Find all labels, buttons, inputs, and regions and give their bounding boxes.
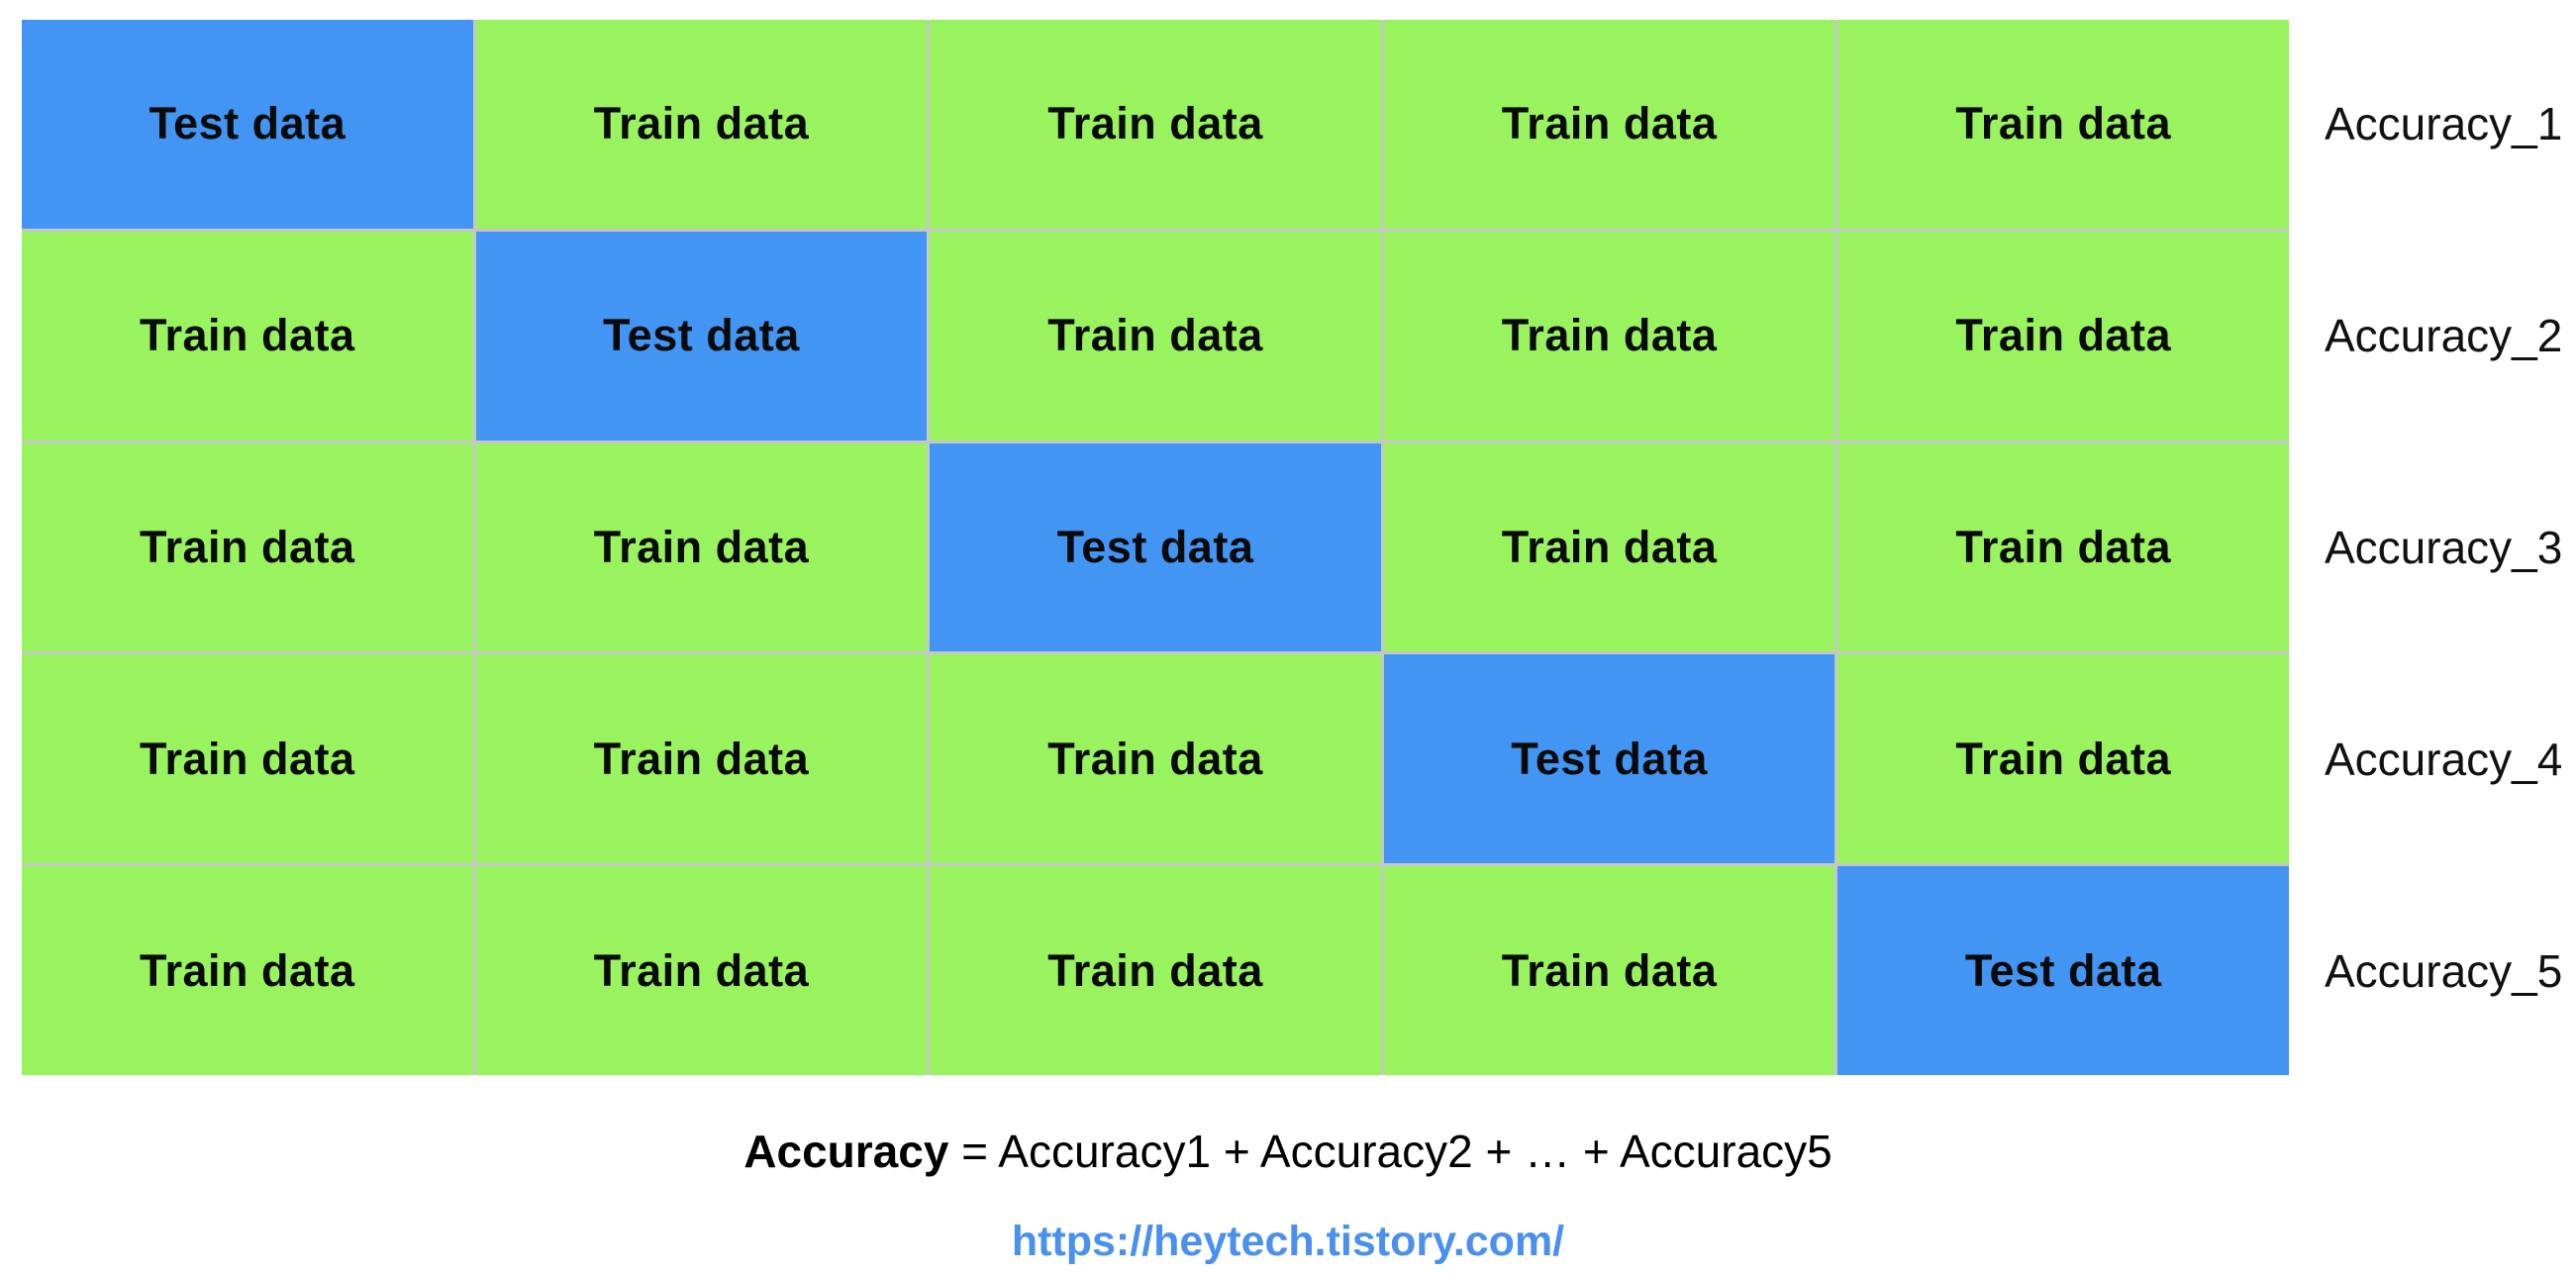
train-data-cell: Train data — [1383, 231, 1835, 441]
accuracy-row-label: Accuracy_5 — [2325, 944, 2563, 997]
train-data-cell: Train data — [930, 654, 1381, 864]
accuracy-formula: Accuracy = Accuracy1 + Accuracy2 + … + A… — [0, 1125, 2576, 1178]
train-data-cell: Train data — [930, 866, 1381, 1075]
test-data-cell: Test data — [1383, 654, 1835, 864]
train-data-cell: Train data — [475, 20, 928, 229]
train-data-cell: Train data — [475, 654, 928, 864]
test-data-cell: Test data — [1837, 866, 2289, 1075]
train-data-cell: Train data — [930, 231, 1381, 441]
accuracy-row-label: Accuracy_1 — [2325, 98, 2563, 150]
test-data-cell: Test data — [930, 442, 1381, 652]
accuracy-row-label: Accuracy_4 — [2325, 733, 2563, 785]
test-data-cell: Test data — [22, 20, 473, 229]
train-data-cell: Train data — [22, 231, 473, 441]
accuracy-row-label: Accuracy_2 — [2325, 310, 2563, 362]
train-data-cell: Train data — [1837, 20, 2289, 229]
accuracy-row-label: Accuracy_3 — [2325, 521, 2563, 573]
formula-expression: = Accuracy1 + Accuracy2 + … + Accuracy5 — [948, 1126, 1833, 1177]
train-data-cell: Train data — [22, 654, 473, 864]
train-data-cell: Train data — [1383, 20, 1835, 229]
blog-link[interactable]: https://heytech.tistory.com/ — [1011, 1218, 1565, 1265]
train-data-cell: Train data — [22, 866, 473, 1075]
formula-bold-term: Accuracy — [743, 1126, 949, 1177]
train-data-cell: Train data — [1383, 866, 1835, 1075]
train-data-cell: Train data — [1383, 442, 1835, 652]
train-data-cell: Train data — [1837, 442, 2289, 652]
test-data-cell: Test data — [475, 231, 928, 441]
footer: https://heytech.tistory.com/ — [0, 1218, 2576, 1266]
train-data-cell: Train data — [475, 442, 928, 652]
train-data-cell: Train data — [1837, 654, 2289, 864]
train-data-cell: Train data — [22, 442, 473, 652]
train-data-cell: Train data — [475, 866, 928, 1075]
train-data-cell: Train data — [1837, 231, 2289, 441]
train-data-cell: Train data — [930, 20, 1381, 229]
